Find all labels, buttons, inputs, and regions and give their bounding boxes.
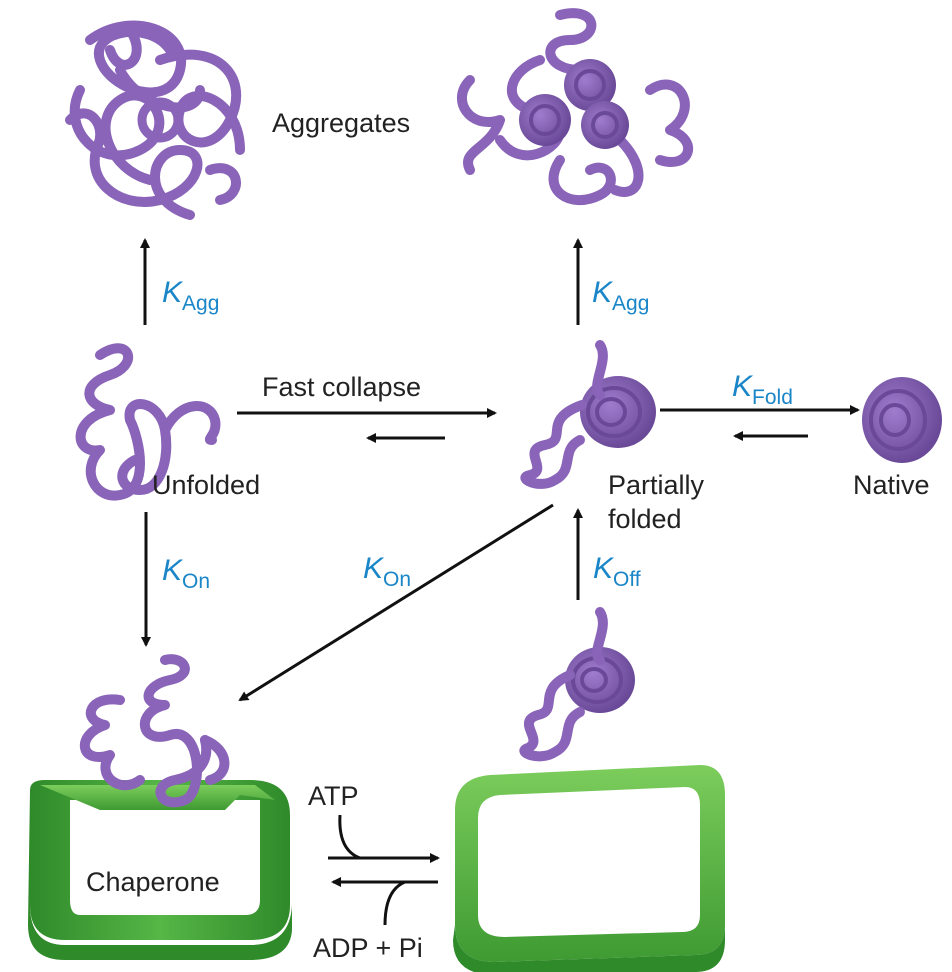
rate-k-on-left: KOn — [162, 554, 210, 593]
fast-collapse-label: Fast collapse — [262, 372, 421, 402]
arrow-partial-to-chaperone — [238, 503, 554, 702]
chaperone-label: Chaperone — [86, 867, 220, 897]
native-label: Native — [853, 470, 930, 500]
atp-input-curve — [338, 814, 361, 860]
folded-label: folded — [608, 504, 682, 534]
unfolded-label: Unfolded — [152, 470, 260, 500]
partially-folded-protein — [520, 340, 656, 489]
aggregate-left — [65, 20, 245, 220]
adp-pi-label: ADP + Pi — [313, 933, 423, 963]
rate-k-fold: KFold — [732, 370, 793, 409]
chaperone-left — [28, 780, 292, 960]
native-protein — [862, 377, 942, 463]
rate-k-agg-right: KAgg — [592, 276, 649, 315]
adp-output-curve — [383, 880, 406, 926]
aggregate-right — [457, 8, 694, 205]
chaperone-right — [453, 765, 725, 972]
partially-folded-above-chaperone — [519, 607, 635, 762]
rate-k-agg-left: KAgg — [162, 276, 219, 315]
atp-label: ATP — [308, 781, 359, 811]
unfolded-protein — [75, 343, 221, 501]
unfolded-on-chaperone — [80, 654, 230, 808]
partially-label: Partially — [608, 470, 705, 500]
aggregates-label: Aggregates — [272, 108, 410, 138]
rate-k-off: KOff — [593, 552, 641, 591]
rate-k-on-diag: KOn — [363, 552, 411, 591]
